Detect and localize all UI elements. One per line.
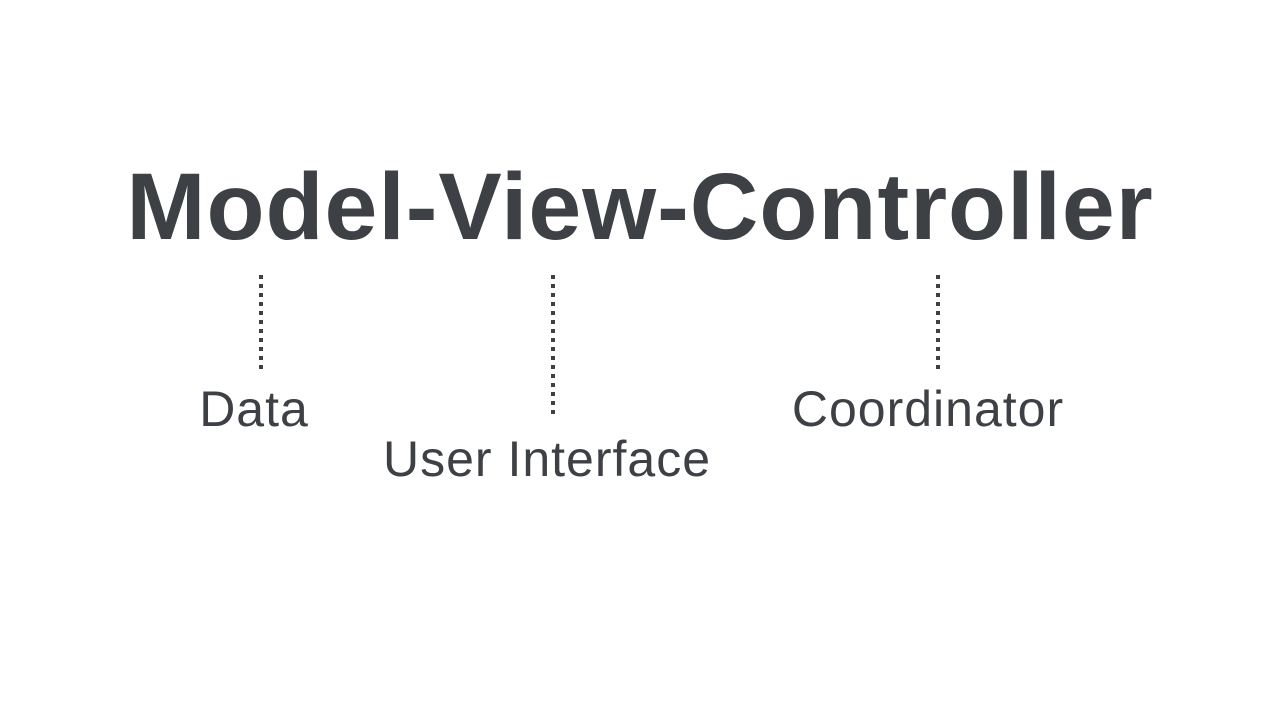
connector-view-to-user-interface — [551, 275, 555, 418]
label-view-user-interface: User Interface — [382, 431, 712, 487]
label-controller-coordinator: Coordinator — [791, 381, 1065, 437]
label-model-data: Data — [199, 381, 309, 437]
diagram-title: Model-View-Controller — [126, 154, 1154, 260]
connector-controller-to-coordinator — [936, 275, 940, 372]
connector-model-to-data — [259, 275, 263, 372]
